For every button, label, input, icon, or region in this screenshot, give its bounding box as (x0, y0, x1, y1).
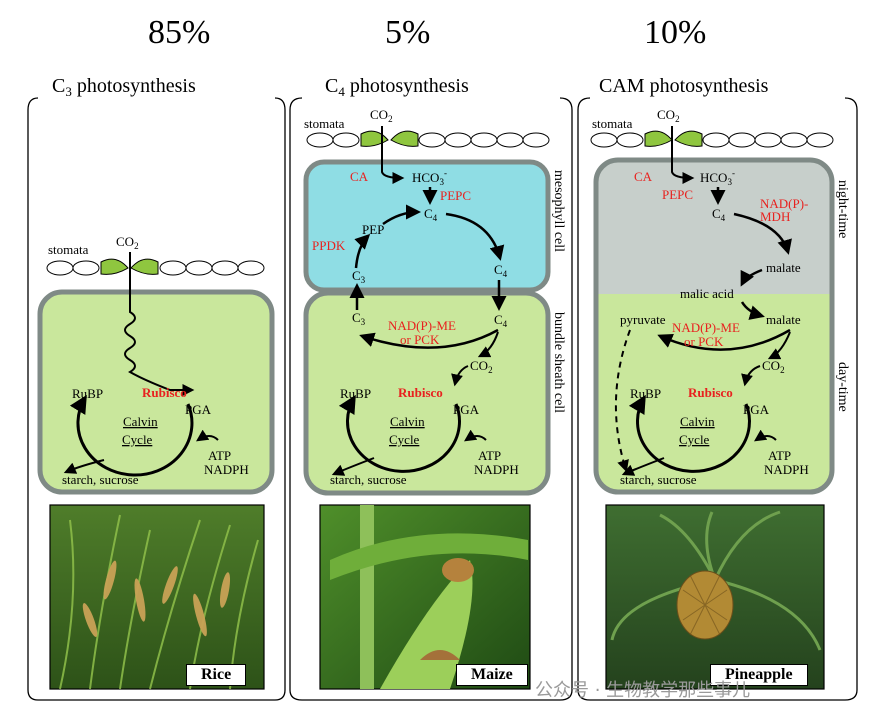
svg-text:NAD(P)-: NAD(P)- (760, 196, 808, 211)
c4-side-label-bundle: bundle sheath cell (551, 312, 566, 413)
percent-c3: 85% (148, 14, 211, 51)
svg-text:CA: CA (634, 169, 653, 184)
photo-label-maize: Maize (456, 664, 528, 686)
svg-text:PGA: PGA (453, 402, 480, 417)
svg-text:Cycle: Cycle (389, 432, 420, 447)
svg-text:NADPH: NADPH (474, 462, 519, 477)
svg-text:starch, sucrose: starch, sucrose (620, 472, 697, 487)
svg-text:Calvin: Calvin (123, 414, 158, 429)
cam-stomata-row (590, 130, 834, 148)
svg-text:ATP: ATP (768, 448, 791, 463)
svg-text:stomata: stomata (592, 116, 633, 131)
svg-text:CO2: CO2 (657, 107, 680, 124)
photo-label-pineapple: Pineapple (710, 664, 808, 686)
svg-text:C4: C4 (494, 262, 508, 279)
svg-text:ATP: ATP (208, 448, 231, 463)
svg-text:Calvin: Calvin (680, 414, 715, 429)
svg-text:PGA: PGA (185, 402, 212, 417)
c3-co2-label: CO2 (116, 234, 139, 251)
svg-text:or PCK: or PCK (400, 332, 440, 347)
svg-text:NAD(P)-ME: NAD(P)-ME (388, 318, 456, 333)
c3-diagram: stomata CO2 RuBP Rubisco PGA Calvin Cycl… (37, 234, 275, 495)
svg-text:C4: C4 (424, 206, 438, 223)
cam-side-label-night: night-time (835, 180, 850, 238)
svg-text:Cycle: Cycle (122, 432, 153, 447)
percent-c4: 5% (385, 14, 431, 51)
svg-text:starch, sucrose: starch, sucrose (62, 472, 139, 487)
svg-text:HCO3-: HCO3- (700, 168, 735, 187)
svg-text:PEPC: PEPC (440, 188, 471, 203)
svg-text:NADPH: NADPH (204, 462, 249, 477)
svg-text:PGA: PGA (743, 402, 770, 417)
cam-diagram: stomata CO2 CA HCO3- PEPC C4 NAD(P)- MDH… (590, 107, 850, 495)
svg-text:Calvin: Calvin (390, 414, 425, 429)
c3-cell (37, 289, 275, 495)
panel-cam-outline (577, 97, 858, 701)
svg-text:C3: C3 (352, 268, 366, 285)
svg-text:Rubisco: Rubisco (398, 385, 443, 400)
svg-text:Rubisco: Rubisco (142, 385, 187, 400)
photo-rice (49, 504, 265, 690)
photo-pineapple (605, 504, 825, 690)
c4-stomata-row (306, 130, 550, 148)
svg-text:ATP: ATP (478, 448, 501, 463)
svg-text:pyruvate: pyruvate (620, 312, 666, 327)
svg-text:stomata: stomata (304, 116, 345, 131)
svg-text:Cycle: Cycle (679, 432, 710, 447)
svg-text:C4: C4 (494, 312, 508, 329)
c4-side-label-mesophyll: mesophyll cell (551, 170, 566, 252)
svg-text:RuBP: RuBP (630, 386, 661, 401)
photo-maize (319, 504, 531, 690)
svg-text:Rubisco: Rubisco (688, 385, 733, 400)
svg-text:PPDK: PPDK (312, 238, 346, 253)
panel-c3-outline (27, 97, 286, 701)
cam-side-label-day: day-time (835, 362, 850, 412)
watermark: 公众号 · 生物教学那些事儿 (535, 680, 751, 701)
svg-text:malic acid: malic acid (680, 286, 734, 301)
svg-text:RuBP: RuBP (72, 386, 103, 401)
svg-text:PEP: PEP (362, 222, 384, 237)
svg-text:malate: malate (766, 312, 801, 327)
svg-text:CO2: CO2 (370, 107, 393, 124)
c3-stomata-label: stomata (48, 242, 89, 257)
svg-text:or PCK: or PCK (684, 334, 724, 349)
svg-text:starch, sucrose: starch, sucrose (330, 472, 407, 487)
svg-text:PEPC: PEPC (662, 187, 693, 202)
svg-text:MDH: MDH (760, 209, 790, 224)
svg-text:CO2: CO2 (762, 358, 785, 375)
svg-text:malate: malate (766, 260, 801, 275)
svg-text:CO2: CO2 (470, 358, 493, 375)
svg-text:C3: C3 (352, 310, 366, 327)
c3-stomata-row (46, 258, 265, 276)
cam-cell (593, 157, 835, 495)
title-c3: C3 photosynthesis (52, 75, 196, 99)
svg-text:HCO3-: HCO3- (412, 168, 447, 187)
title-cam: CAM photosynthesis (599, 75, 769, 97)
photo-label-rice: Rice (186, 664, 247, 686)
title-c4: C4 photosynthesis (325, 75, 469, 99)
percent-cam: 10% (644, 14, 707, 51)
svg-text:NAD(P)-ME: NAD(P)-ME (672, 320, 740, 335)
c4-diagram: stomata CO2 CA HCO3- PEPC C4 PEP PPDK C3… (303, 107, 566, 496)
svg-text:C4: C4 (712, 206, 726, 223)
c4-mesophyll-cell (303, 159, 551, 293)
svg-text:CA: CA (350, 169, 369, 184)
svg-text:NADPH: NADPH (764, 462, 809, 477)
svg-text:RuBP: RuBP (340, 386, 371, 401)
panel-c4-outline (289, 97, 573, 701)
